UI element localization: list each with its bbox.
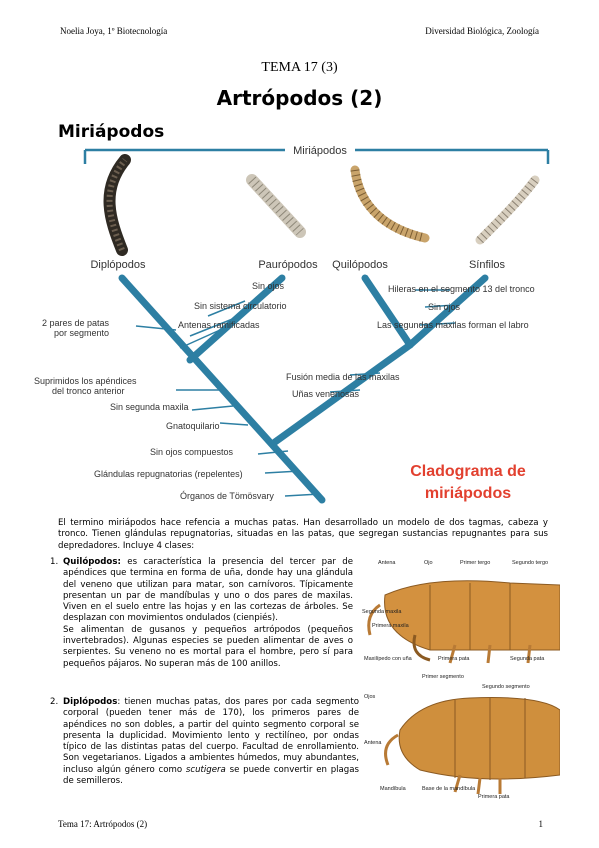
pauropod-illustration bbox=[246, 174, 306, 238]
fig1-label-segunda-maxila: Segunda maxila bbox=[362, 609, 402, 615]
page-title: Artrópodos (2) bbox=[216, 86, 383, 110]
trait-tronco-anterior: del tronco anterior bbox=[52, 386, 125, 396]
cladogram: Miriápodos Diplópodos Paurópodos Quilópo… bbox=[34, 145, 550, 504]
page-number: 1 bbox=[538, 819, 544, 829]
list-number: 2. bbox=[50, 697, 59, 707]
fig2-label-ojos: Ojos bbox=[364, 694, 376, 700]
trait-sin-sistema-circulatorio: Sin sistema circulatorio bbox=[194, 301, 287, 311]
diplopod-head-figure: Ojos Primer segmento Segundo segmento An… bbox=[364, 674, 560, 800]
diplopodos-text-end: se puede convertir en plagas de semiller… bbox=[63, 764, 360, 787]
trait-sin-segunda-maxila: Sin segunda maxila bbox=[110, 402, 189, 412]
trait-por-segmento: por segmento bbox=[54, 328, 109, 338]
trait-2-pares-patas: 2 pares de patas bbox=[42, 318, 110, 328]
trait-gnatoquilario: Gnatoquilario bbox=[166, 421, 220, 431]
cladogram-bracket bbox=[83, 148, 550, 164]
header-author: Noelia Joya, 1º Biotecnología bbox=[60, 26, 168, 36]
fig1-label-primer-tergo: Primer tergo bbox=[460, 560, 490, 566]
footer-title: Tema 17: Artrópodos (2) bbox=[58, 819, 148, 829]
taxon-quilopodos: Quilópodos bbox=[332, 259, 388, 271]
diplopod-illustration bbox=[103, 154, 131, 256]
cladogram-branches bbox=[118, 274, 489, 504]
trait-glandulas-repugnatorias: Glándulas repugnatorias (repelentes) bbox=[94, 469, 243, 479]
cladogram-top-label: Miriápodos bbox=[293, 145, 347, 157]
cladogram-caption-line2: miriápodos bbox=[425, 485, 511, 502]
chilopod-illustration bbox=[350, 165, 430, 243]
list-item-diplopodos: 2. Diplópodos: tienen muchas patas, dos … bbox=[50, 697, 359, 787]
chilopod-head-figure: Antena Ojo Primer tergo Segundo tergo Se… bbox=[362, 560, 560, 664]
fig1-label-primera-pata: Primera pata bbox=[438, 656, 470, 662]
cladogram-left-traits: Sin ojos Sin sistema circulatorio Antena… bbox=[34, 281, 287, 501]
fig2-label-base-mandibula: Base de la mandíbula bbox=[422, 786, 476, 792]
taxon-sinfilos: Sínfilos bbox=[469, 259, 506, 271]
list-paragraph: Diplópodos: tienen muchas patas, dos par… bbox=[63, 697, 359, 787]
list-number: 1. bbox=[50, 557, 59, 567]
term-quilopodos: Quilópodos: bbox=[63, 557, 121, 567]
trait-organos-tomosvary: Órganos de Tömösvary bbox=[180, 491, 274, 501]
fig2-label-primera-pata: Primera pata bbox=[478, 794, 510, 800]
term-diplopodos: Diplópodos bbox=[63, 697, 118, 707]
diplopodos-text: : tienen muchas patas, dos pares por cad… bbox=[63, 697, 359, 775]
fig1-label-segundo-tergo: Segundo tergo bbox=[512, 560, 548, 566]
trait-hileras-segmento-13: Hileras en el segmento 13 del tronco bbox=[388, 284, 535, 294]
trait-antenas-ramificadas: Antenas ramificadas bbox=[178, 320, 260, 330]
fig1-label-maxilipedo: Maxilípedo con uña bbox=[364, 656, 413, 662]
trait-sin-ojos-compuestos: Sin ojos compuestos bbox=[150, 447, 234, 457]
section-heading: Miriápodos bbox=[58, 122, 165, 142]
quilopodos-text-2: Se alimentan de gusanos y pequeños artró… bbox=[63, 624, 353, 669]
fig1-label-antena: Antena bbox=[378, 560, 396, 566]
trait-segundas-maxilas-labro: Las segundas maxilas forman el labro bbox=[377, 320, 529, 330]
fig1-label-primera-maxila: Primera maxila bbox=[372, 623, 410, 629]
symphylan-illustration bbox=[475, 175, 540, 245]
cladogram-right-traits: Hileras en el segmento 13 del tronco Sin… bbox=[286, 284, 535, 399]
trait-fusion-media-maxilas: Fusión media de las maxilas bbox=[286, 372, 400, 382]
header-course: Diversidad Biológica, Zoología bbox=[425, 26, 539, 36]
taxon-diplopodos: Diplópodos bbox=[90, 259, 146, 271]
fig2-label-segundo-segmento: Segundo segmento bbox=[482, 684, 530, 690]
fig2-label-primer-segmento: Primer segmento bbox=[422, 674, 464, 680]
cladogram-ticks bbox=[135, 289, 456, 497]
trait-suprimidos-apendices: Suprimidos los apéndices bbox=[34, 376, 137, 386]
cladogram-caption-line1: Cladograma de bbox=[410, 463, 526, 480]
trait-sin-ojos: Sin ojos bbox=[252, 281, 285, 291]
fig2-label-antena: Antena bbox=[364, 740, 382, 746]
intro-paragraph: El termino miriápodos hace refencia a mu… bbox=[58, 518, 548, 551]
diplopodos-italic: scutigera bbox=[185, 764, 226, 775]
fig2-label-mandibula: Mandíbula bbox=[380, 786, 407, 792]
trait-sin-ojos-right: Sin ojos bbox=[428, 302, 461, 312]
trait-unas-venenosas: Uñas venenosas bbox=[292, 389, 360, 399]
quilopodos-text: es característica la presencia del terce… bbox=[63, 557, 354, 624]
list-paragraph: Quilópodos: es característica la presenc… bbox=[63, 557, 353, 625]
taxon-pauropodos: Paurópodos bbox=[258, 259, 318, 271]
fig1-label-ojo: Ojo bbox=[424, 560, 433, 566]
tema-number: TEMA 17 (3) bbox=[261, 60, 338, 75]
fig1-label-segunda-pata: Segunda pata bbox=[510, 656, 545, 662]
list-item-quilopodos: 1. Quilópodos: es característica la pres… bbox=[50, 557, 353, 670]
